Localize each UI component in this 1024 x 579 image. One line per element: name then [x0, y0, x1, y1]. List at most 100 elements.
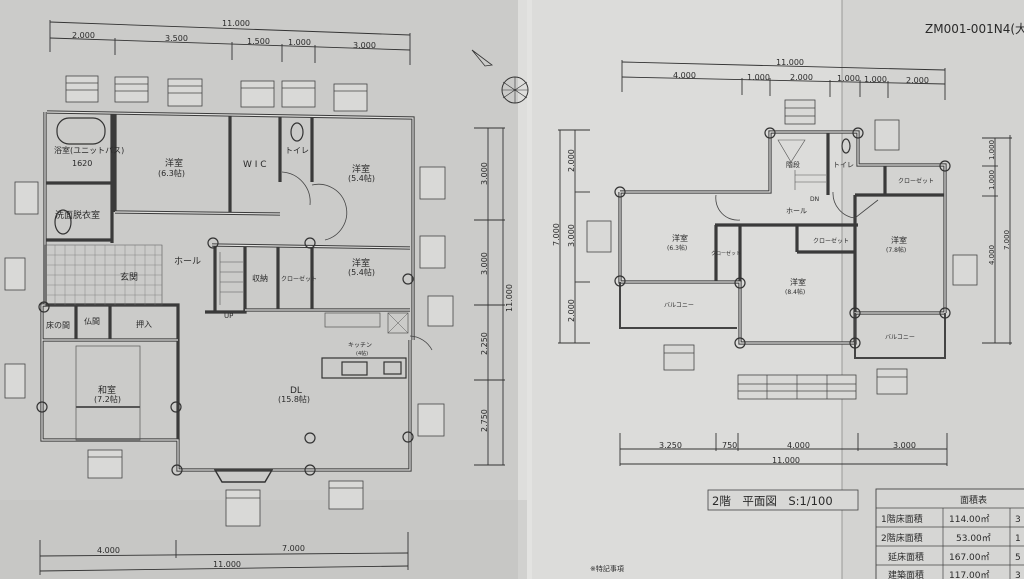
bathtub-icon [56, 117, 106, 145]
right-page [527, 0, 842, 579]
dim-label: 4.000 [988, 245, 996, 265]
floor2-title-box [707, 489, 859, 511]
room-washitsu-size: (7.2帖) [94, 394, 121, 404]
stairs-icon [219, 252, 243, 305]
dim-label: 11.000 [222, 19, 250, 28]
room-western-a-2f: 洋室 [672, 233, 688, 243]
floor2-walls [614, 127, 951, 359]
dim-label: 2.750 [480, 409, 489, 432]
dim-label: 11.000 [772, 456, 800, 465]
dim-label: 7.000 [282, 544, 305, 553]
floor2-room-labels: 階段 トイレ クローゼット ホール DN 洋室 (6.3帖) クローゼット クロ… [664, 160, 934, 341]
dim-label: 1.000 [988, 170, 996, 190]
window-spec-tags-2f [586, 99, 978, 400]
dim-label: 1.000 [747, 73, 770, 82]
room-western-c: 洋室 [352, 257, 370, 269]
room-stairs: 階段 [786, 160, 800, 169]
door-swing-icon [281, 171, 348, 241]
room-western-a-2f-size: (6.3帖) [667, 244, 687, 252]
area-row-extra: 3 [1015, 571, 1021, 579]
area-table: 面積表 1階床面積 114.00㎡ 3 2階床面積 53.00㎡ 1 延床面積 … [875, 488, 1024, 579]
room-storage: 収納 [252, 273, 268, 283]
room-closet-b: クローゼット [813, 237, 849, 245]
room-kitchen-size: (4帖) [356, 350, 368, 357]
door-swing-icon [715, 191, 879, 221]
page-gutter [518, 0, 532, 579]
room-bath-size: 1620 [72, 159, 92, 168]
room-balcony-b: バルコニー [885, 334, 915, 341]
room-balcony-a: バルコニー [664, 302, 694, 309]
floor2-dims-bottom: 3.250 750 4.000 3.000 11.000 [619, 433, 948, 466]
area-table-title: 面積表 [960, 494, 987, 506]
area-row-value: 114.00㎡ [949, 514, 990, 525]
stairs-icon [777, 139, 826, 190]
dim-label: 7.000 [1003, 230, 1011, 250]
dim-label: 4.000 [787, 441, 810, 450]
dim-label: 3.000 [353, 41, 376, 50]
room-western-b-size: (5.4帖) [348, 173, 375, 183]
dim-label: 2.000 [567, 299, 576, 322]
toilet-icon [290, 122, 304, 142]
room-kitchen: キッチン [348, 342, 372, 349]
floor2-plan: 11.000 4.000 1.000 2.000 1.000 1.000 2.0… [552, 58, 1012, 511]
area-row-extra: 5 [1015, 553, 1021, 563]
dim-label: 1.000 [837, 74, 860, 83]
dim-label: 3.500 [165, 34, 188, 43]
room-western-a-size: (6.3帖) [158, 168, 185, 178]
room-western-c-2f-size: (7.8帖) [886, 246, 906, 254]
room-oshiire: 押入 [136, 319, 152, 329]
room-entrance: 玄関 [120, 271, 138, 283]
room-closet: クローゼット [281, 275, 317, 283]
area-row-label: 1階床面積 [881, 513, 923, 525]
room-bath: 浴室(ユニットバス) [54, 145, 124, 155]
floor1-fixtures [36, 117, 433, 483]
dim-label: 11.000 [213, 560, 241, 569]
tatami-icon [75, 345, 141, 441]
stairs-up-label: UP [224, 312, 233, 320]
room-butsuma: 仏間 [84, 317, 100, 326]
dim-label: 2.250 [480, 332, 489, 355]
right-page-fold [842, 0, 1024, 579]
room-western-c-size: (5.4帖) [348, 267, 375, 277]
dim-label: 11.000 [505, 284, 514, 312]
room-western-a: 洋室 [165, 157, 183, 169]
kitchen-counter [321, 357, 407, 379]
floor1-dims-top: 11.000 2.000 3.500 1.500 1.000 3.000 [49, 19, 411, 65]
room-closet-top: クローゼット [898, 177, 934, 185]
area-row-extra: 1 [1015, 534, 1021, 544]
dim-label: 7.000 [552, 223, 561, 246]
dim-label: 3.000 [480, 162, 489, 185]
floor2-dims-left: 2.000 3.000 2.000 7.000 [552, 129, 590, 344]
room-toilet-2f: トイレ [833, 161, 854, 169]
area-row-label: 延床面積 [888, 551, 924, 563]
floor1-dims-right: 3.000 3.000 2.250 2.750 11.000 [474, 127, 514, 466]
stairs-dn-label: DN [810, 196, 819, 203]
room-wic: W I C [243, 160, 267, 170]
floor2-dims-right: 1.000 1.000 4.000 7.000 [982, 135, 1012, 345]
dim-label: 1.000 [288, 38, 311, 47]
floor1-room-labels: 浴室(ユニットバス) 1620 洗面脱衣室 洋室 (6.3帖) W I C トイ… [46, 145, 375, 404]
bay-window [213, 469, 274, 483]
room-hall: ホール [174, 256, 201, 267]
room-washitsu: 和室 [98, 384, 116, 396]
area-row-extra: 3 [1015, 515, 1021, 525]
dim-label: 2.000 [72, 31, 95, 40]
washbasin-icon [54, 209, 72, 235]
dim-label: 4.000 [673, 71, 696, 80]
room-hall-2f: ホール [786, 207, 807, 215]
dim-label: 1.000 [864, 75, 887, 84]
entrance-tiles [45, 245, 162, 305]
room-toilet: トイレ [285, 146, 309, 155]
room-dl: DL [290, 386, 302, 396]
area-row-label: 建築面積 [888, 569, 924, 579]
room-dl-size: (15.8帖) [278, 394, 310, 404]
room-western-b-2f: 洋室 [790, 277, 806, 287]
floor2-dims-top: 11.000 4.000 1.000 2.000 1.000 1.000 2.0… [621, 58, 946, 100]
sink-icon [341, 361, 368, 376]
dim-label: 3.000 [567, 224, 576, 247]
dim-label: 3.000 [893, 441, 916, 450]
area-row-value: 167.00㎡ [949, 552, 990, 563]
dim-label: 750 [722, 441, 737, 450]
room-tokonoma: 床の間 [46, 320, 70, 330]
